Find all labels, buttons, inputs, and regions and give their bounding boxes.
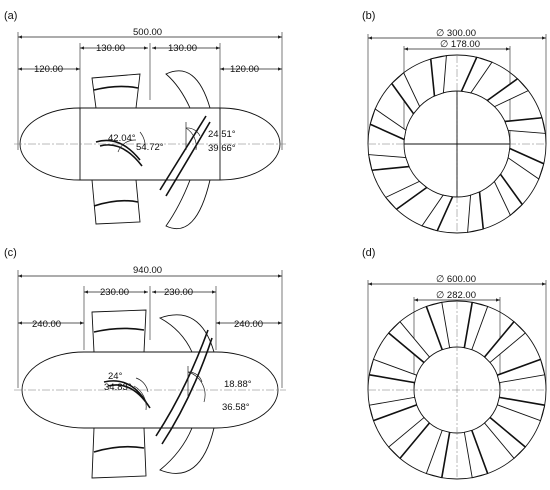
angle-label: 24° <box>108 371 123 382</box>
blade-edge <box>388 332 425 364</box>
blade-edge <box>509 147 545 165</box>
overall-dimension: 500.00 <box>133 27 162 38</box>
panel-a: (a) 500.00 130.00 130.00 120.00 120.00 <box>4 10 286 230</box>
blade-profile <box>161 337 213 445</box>
radial-blade <box>421 194 454 232</box>
angle-arc <box>187 371 206 403</box>
outer-diameter: ∅ 300.00 <box>436 28 476 39</box>
radial-blade <box>460 56 493 94</box>
blade-edge <box>471 430 489 474</box>
blade-edge <box>425 306 443 350</box>
rotor-blade <box>159 427 215 474</box>
blade-edge <box>396 186 428 210</box>
blade-profile <box>155 329 209 437</box>
blade-edge <box>460 56 478 92</box>
panel-c: (c) 940.00 230.00 230.00 240.00 240.00 <box>4 247 286 479</box>
blade-edge <box>429 58 436 97</box>
blade-profile <box>107 384 151 409</box>
angle-label: 34.83° <box>104 382 132 393</box>
rotor-blade <box>165 179 211 230</box>
blade-edge <box>499 173 523 205</box>
radial-blade <box>483 320 527 364</box>
nose-left-dimension: 120.00 <box>34 64 63 75</box>
angle-label: 18.88° <box>224 379 252 390</box>
rotor-left-dimension: 130.00 <box>96 43 125 54</box>
radial-blade <box>507 147 545 180</box>
rotor-left-dimension: 230.00 <box>100 287 129 298</box>
radial-blade <box>368 396 418 422</box>
rotor-right-dimension: 130.00 <box>168 43 197 54</box>
blade-edge <box>399 422 431 459</box>
blade-set <box>368 301 546 479</box>
blade-profile <box>165 121 211 197</box>
outer-diameter: ∅ 600.00 <box>436 274 476 285</box>
panel-b-label: (b) <box>362 10 375 22</box>
rotor-blade <box>91 179 141 225</box>
blade-edge <box>369 373 415 384</box>
blade-profile <box>99 144 143 167</box>
blade-edge <box>504 116 543 123</box>
angle-arc <box>117 139 137 153</box>
blade-edge <box>369 123 405 141</box>
blade-profile <box>95 139 141 161</box>
radial-blade <box>463 429 489 479</box>
blade-edge <box>463 302 474 348</box>
rotor-right-dimension: 230.00 <box>164 287 193 298</box>
panel-a-label: (a) <box>4 10 17 22</box>
rotor-blade <box>91 309 147 353</box>
angle-arc <box>185 127 197 151</box>
inner-diameter: ∅ 282.00 <box>436 290 476 301</box>
panel-d-label: (d) <box>362 247 375 259</box>
panel-c-label: (c) <box>4 247 17 259</box>
rotor-blade <box>91 73 141 109</box>
panel-d: (d) ∅ 600.00 ∅ 282.00 <box>362 247 547 480</box>
blade-edge <box>93 199 139 207</box>
angle-arc <box>185 127 201 137</box>
nose-right-dimension: 120.00 <box>230 64 259 75</box>
rotor-blade <box>165 70 211 109</box>
blade-edge <box>478 191 485 230</box>
angle-label: 54.72° <box>136 142 164 153</box>
blade-edge <box>391 83 415 115</box>
rotor-blade <box>91 427 147 479</box>
blade-set <box>368 55 546 233</box>
angle-arc <box>133 385 147 411</box>
radial-blade <box>496 358 546 384</box>
blade-edge <box>483 321 515 358</box>
blade-edge <box>371 165 410 172</box>
nose-right-dimension: 240.00 <box>234 319 263 330</box>
angle-label: 39.66° <box>208 143 236 154</box>
blade-edge <box>489 416 526 448</box>
angle-arc <box>135 377 149 393</box>
angle-label: 36.58° <box>222 402 250 413</box>
blade-edge <box>436 196 454 232</box>
angle-label: 24.51° <box>208 129 236 140</box>
turbine-hub-body <box>21 351 279 429</box>
inner-diameter: ∅ 178.00 <box>440 39 480 50</box>
panel-b: (b) ∅ 300.00 ∅ 178.00 <box>362 10 547 234</box>
radial-blade <box>369 108 407 141</box>
blade-edge <box>93 85 139 91</box>
blade-profile <box>159 115 207 191</box>
nose-left-dimension: 240.00 <box>32 319 61 330</box>
radial-blade <box>387 320 431 364</box>
angle-label: 42.04° <box>108 133 136 144</box>
blade-edge <box>93 327 145 333</box>
blade-edge <box>486 78 518 102</box>
blade-edge <box>497 358 541 376</box>
blade-edge <box>373 404 417 422</box>
angle-arc <box>139 131 146 151</box>
blade-edge <box>93 445 145 453</box>
blade-edge <box>499 396 545 407</box>
radial-blade <box>387 416 431 460</box>
rotor-blade <box>158 314 215 353</box>
overall-dimension: 940.00 <box>133 265 162 276</box>
blade-edge <box>440 432 451 478</box>
radial-blade <box>425 301 451 351</box>
radial-blade <box>483 416 527 460</box>
